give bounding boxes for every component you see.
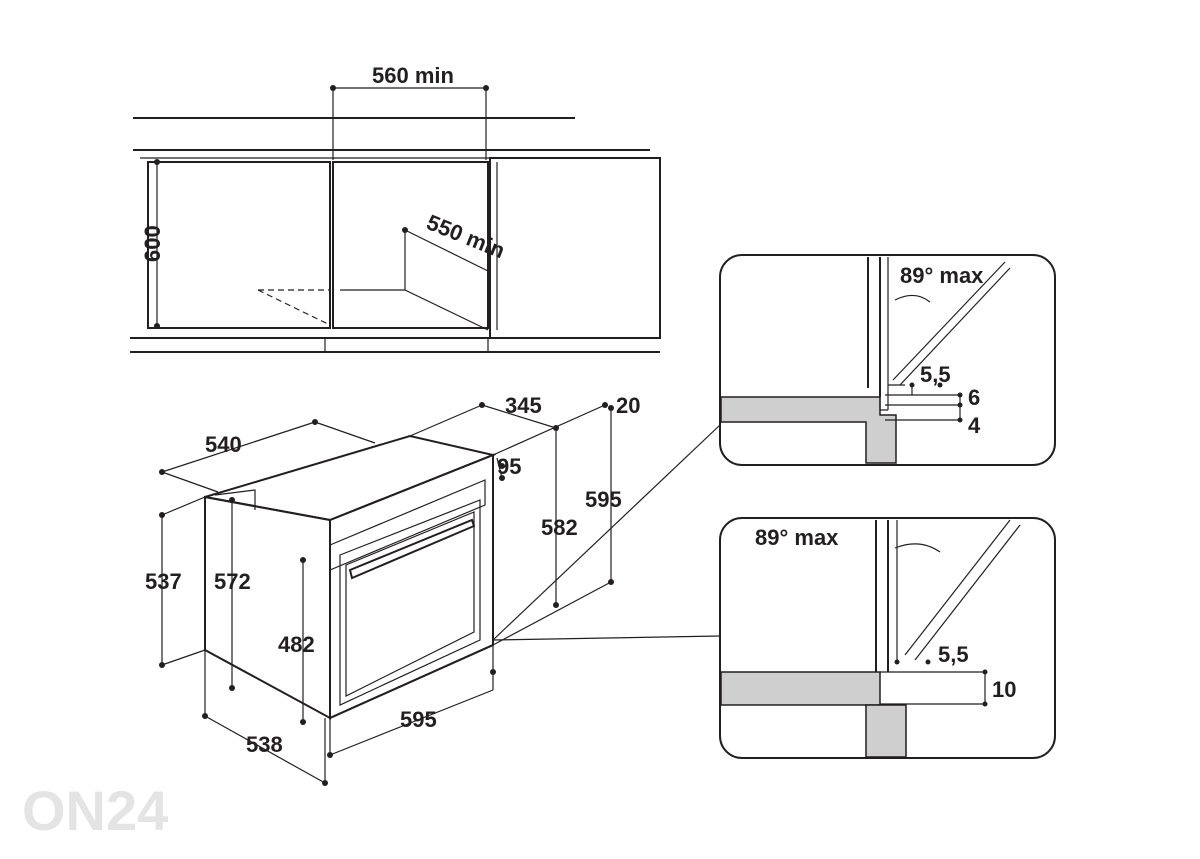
detail-bottom-dim-a-label: 10 [992,677,1016,702]
oven-side-height-label: 537 [145,569,182,594]
detail-top-gap-label: 5,5 [920,362,951,387]
cabinet-drawing [130,85,661,353]
cabinet-height-label: 600 [140,225,165,262]
oven-front-width-label: 595 [400,707,437,732]
oven-panel-label: 95 [497,454,521,479]
detail-bottom [719,517,1056,759]
oven-depth-total-label: 540 [205,432,242,457]
oven-offset-label: 20 [616,393,640,418]
cabinet-width-label: 560 min [372,63,454,88]
oven-front-height-label: 595 [585,487,622,512]
detail-bottom-gap-label: 5,5 [938,642,969,667]
oven-door-height-label: 482 [278,632,315,657]
detail-top [719,254,1056,466]
cabinet-depth-label: 550 min [423,209,508,263]
detail-top-angle-label: 89° max [900,263,984,288]
detail-bottom-angle-label: 89° max [755,525,839,550]
watermark-logo: ON24 [22,779,168,842]
oven-drawing [159,402,721,786]
detail-top-dim-b-label: 4 [968,413,981,438]
oven-top-depth-label: 345 [505,393,542,418]
detail-top-dim-a-label: 6 [968,385,980,410]
oven-body-depth-label: 538 [246,732,283,757]
oven-side-height-2-label: 572 [214,569,251,594]
oven-body-height-label: 582 [541,515,578,540]
